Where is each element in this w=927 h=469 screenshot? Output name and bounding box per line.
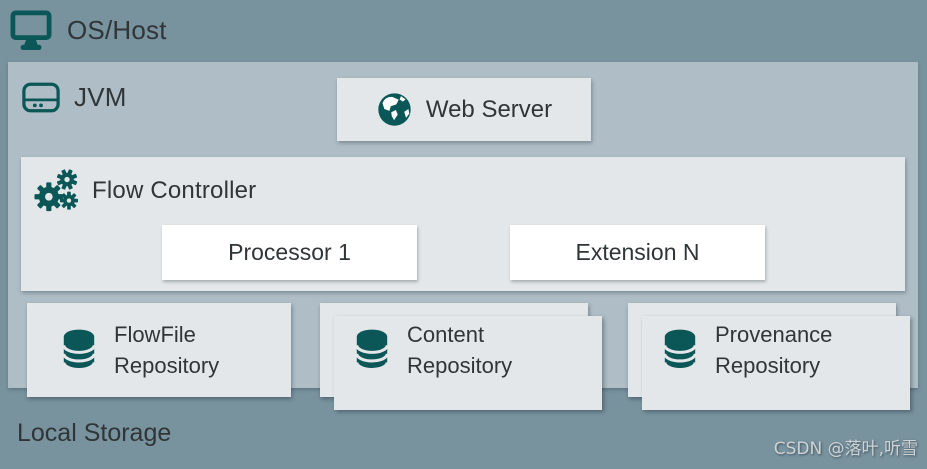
flowfile-repository-box: FlowFile Repository bbox=[27, 303, 291, 397]
os-host-label: OS/Host bbox=[67, 14, 167, 45]
gears-icon bbox=[34, 169, 78, 212]
web-server-box: Web Server bbox=[337, 78, 591, 141]
content-repository-box: Content Repository bbox=[320, 303, 602, 410]
globe-icon bbox=[378, 93, 411, 126]
extension-box: Extension N bbox=[510, 225, 765, 280]
csdn-watermark: CSDN @落叶,听雪 bbox=[773, 439, 918, 459]
database-icon bbox=[355, 329, 389, 371]
hard-drive-icon bbox=[22, 82, 60, 113]
web-server-label: Web Server bbox=[425, 95, 553, 123]
database-icon bbox=[62, 329, 96, 371]
os-host-header: OS/Host bbox=[10, 10, 167, 50]
flow-controller-box: Flow Controller Processor 1 Extension N bbox=[21, 157, 905, 291]
flow-controller-label: Flow Controller bbox=[92, 177, 257, 204]
local-storage-label: Local Storage bbox=[17, 419, 172, 447]
jvm-header: JVM bbox=[22, 80, 127, 115]
monitor-icon bbox=[10, 10, 52, 50]
flow-controller-header: Flow Controller bbox=[33, 168, 256, 214]
provenance-repository-box: Provenance Repository bbox=[628, 303, 910, 410]
processor-box: Processor 1 bbox=[162, 225, 417, 280]
database-icon bbox=[663, 329, 697, 371]
jvm-label: JVM bbox=[74, 82, 127, 112]
jvm-container: JVM Web Server bbox=[8, 62, 918, 388]
provenance-repository-label: Provenance Repository bbox=[715, 322, 833, 378]
content-repository-label: Content Repository bbox=[407, 322, 513, 378]
flowfile-repository-label: FlowFile Repository bbox=[114, 322, 220, 378]
